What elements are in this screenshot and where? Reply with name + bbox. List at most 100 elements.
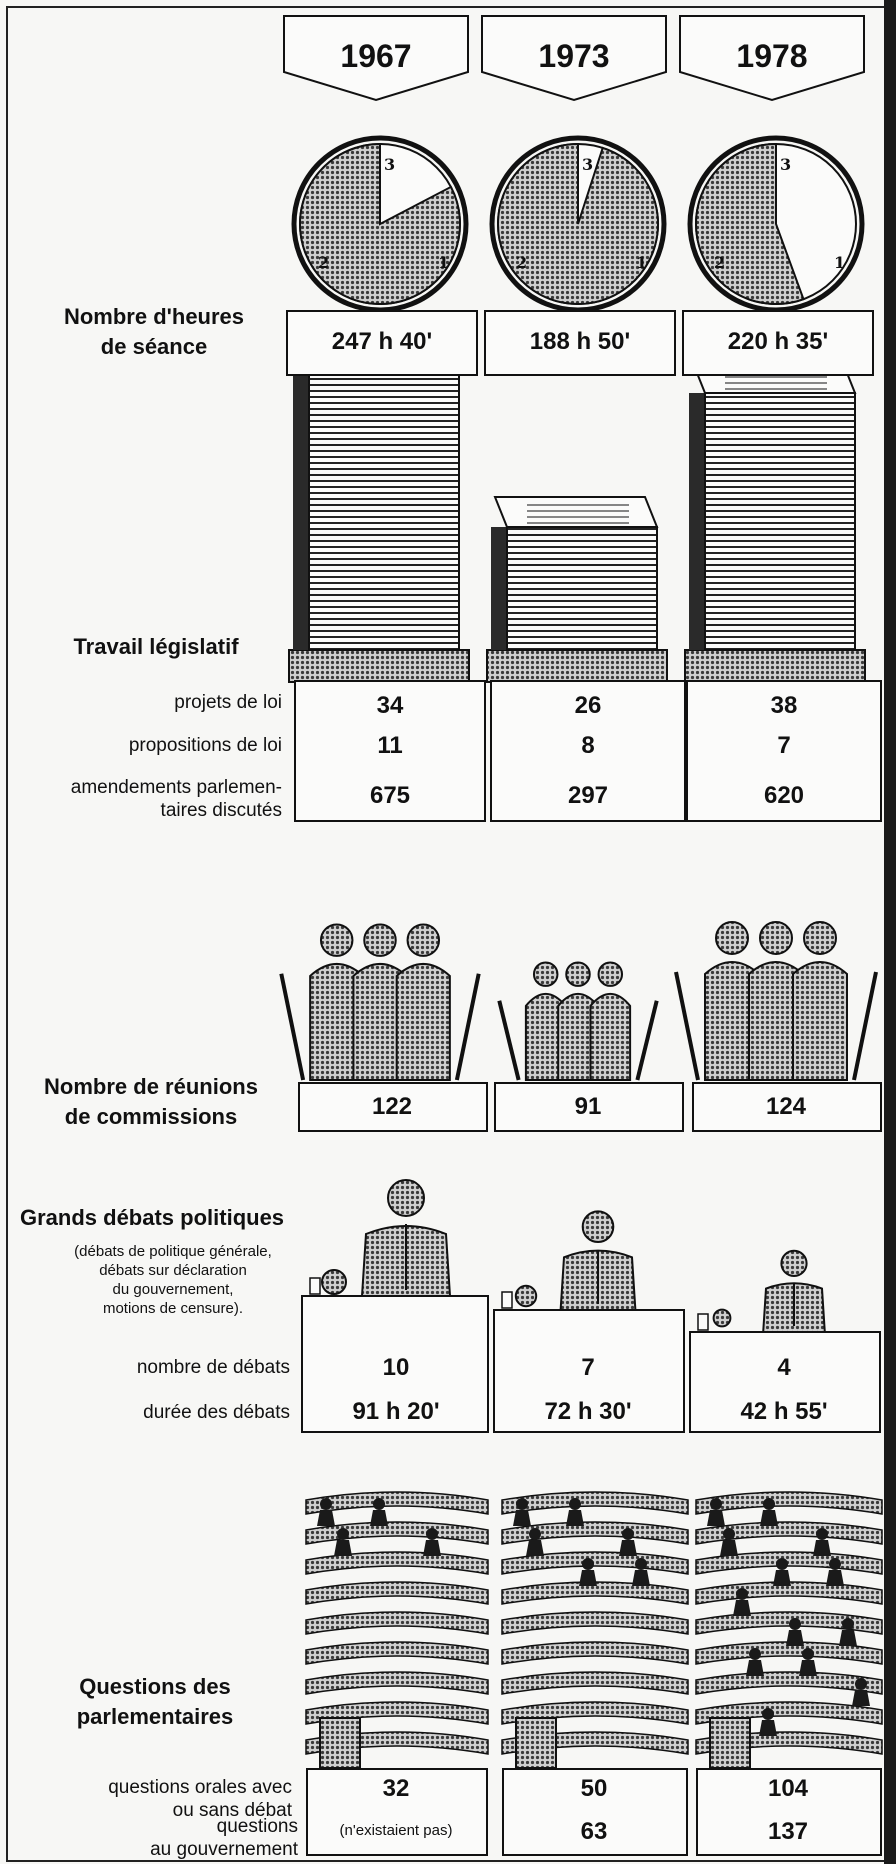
projets-value: 26: [574, 692, 602, 719]
debats-duration-value: 91 h 20': [352, 1398, 440, 1425]
water-carafe: [514, 1284, 538, 1308]
deputy-head: [320, 1498, 332, 1510]
deputy-head: [802, 1648, 814, 1660]
clock-numeral: 3: [384, 155, 395, 174]
legislatif-box-1978: [686, 680, 882, 822]
bench-row: [501, 1521, 689, 1545]
bench-row: [305, 1611, 489, 1635]
deputy-head: [569, 1498, 581, 1510]
debats-note-line: débats sur déclaration: [99, 1262, 247, 1279]
deputy-body: [720, 1540, 738, 1556]
debats-note-line: (débats de politique générale,: [74, 1243, 272, 1260]
bench-row: [695, 1491, 883, 1515]
deputy-head: [516, 1498, 528, 1510]
speaker-head: [387, 1179, 425, 1217]
rostrum: [709, 1717, 751, 1769]
deputy-head: [776, 1558, 788, 1570]
paper-stack: [704, 392, 856, 651]
debats-count-value: 7: [581, 1354, 595, 1381]
questions-gouvernement-value: 63: [580, 1818, 608, 1845]
debats-note: (débats de politique générale, débats su…: [38, 1242, 308, 1318]
heures-value: 188 h 50': [529, 328, 631, 355]
questions-gouvernement-value: 137: [767, 1818, 809, 1845]
deputy-body: [760, 1510, 778, 1526]
commissions-box-1967: [298, 1082, 488, 1132]
bench-row: [501, 1551, 689, 1575]
bench-row: [695, 1551, 883, 1575]
deputy-head: [842, 1618, 854, 1630]
person-head: [715, 921, 749, 955]
debats-duration-value: 42 h 55': [740, 1398, 828, 1425]
stack-shadow: [689, 393, 707, 650]
deputy-head: [749, 1648, 761, 1660]
podium: [493, 1309, 685, 1433]
deputy-body: [813, 1540, 831, 1556]
commission-figures: [279, 921, 878, 1081]
year-tab-1973: 1973: [480, 14, 668, 104]
water-carafe: [321, 1269, 347, 1295]
deputy-body: [334, 1540, 352, 1556]
debats-note-line: du gouvernement,: [112, 1281, 234, 1298]
chair-leg: [635, 1000, 659, 1081]
debats-note-line: motions de censure).: [102, 1300, 244, 1317]
stack-base: [684, 649, 866, 683]
row-label-questions-orales: questions orales avec ou sans débat: [20, 1776, 292, 1822]
projets-value: 34: [376, 692, 404, 719]
water-carafe: [712, 1308, 732, 1328]
heures-box-1967: [286, 310, 478, 376]
deputy-body: [839, 1630, 857, 1646]
deputy-body: [566, 1510, 584, 1526]
clock-numeral: 2: [318, 253, 329, 272]
deputy-body: [619, 1540, 637, 1556]
scan-edge: [884, 0, 896, 1864]
deputy-head: [736, 1588, 748, 1600]
speaker-head: [581, 1210, 615, 1243]
questions-orales-value: 104: [767, 1775, 809, 1802]
amendements-value: 297: [567, 782, 609, 809]
deputy-body: [786, 1630, 804, 1646]
person-head: [406, 923, 441, 957]
bench-row: [305, 1581, 489, 1605]
commissions-label-line: Nombre de réunions: [44, 1074, 258, 1099]
person-head: [532, 961, 559, 987]
speaker-head: [780, 1249, 808, 1278]
row-label-projets: projets de loi: [174, 692, 282, 713]
deputy-head: [723, 1528, 735, 1540]
deputy-head: [710, 1498, 722, 1510]
paper-stacks: [288, 339, 866, 683]
rostrum: [319, 1717, 361, 1769]
clock-sector: [695, 142, 805, 305]
amendements-value: 620: [763, 782, 805, 809]
chair-leg: [279, 973, 306, 1081]
projets-value: 38: [770, 692, 798, 719]
deputy-head: [426, 1528, 438, 1540]
questions-orales-value: 50: [580, 1775, 608, 1802]
deputy-head: [337, 1528, 349, 1540]
deputy-head: [855, 1678, 867, 1690]
debats-duration-value: 72 h 30': [544, 1398, 632, 1425]
questions-box-1978: [696, 1768, 882, 1856]
deputy-head: [529, 1528, 541, 1540]
bench-row: [305, 1521, 489, 1545]
commissions-label: Nombre de réunions de commissions: [20, 1072, 282, 1132]
clock-numeral: 2: [516, 253, 527, 272]
row-label-nombre-debats: nombre de débats: [136, 1357, 290, 1378]
propositions-value: 7: [777, 732, 791, 759]
year-label: 1973: [538, 38, 610, 74]
debats-title: Grands débats politiques: [20, 1205, 285, 1230]
chair-leg: [497, 1000, 521, 1081]
year-label: 1967: [340, 38, 412, 74]
deputy-head: [789, 1618, 801, 1630]
questions-box-1967: [306, 1768, 488, 1856]
commissions-box-1978: [692, 1082, 882, 1132]
debats-count-value: 4: [777, 1354, 791, 1381]
person-body: [395, 963, 451, 1081]
heures-label-line: Nombre d'heures: [63, 304, 245, 329]
clock-numeral: 1: [834, 253, 845, 272]
bench-row: [501, 1581, 689, 1605]
deputy-body: [632, 1570, 650, 1586]
clock-sector: [299, 142, 461, 305]
deputy-body: [733, 1600, 751, 1616]
